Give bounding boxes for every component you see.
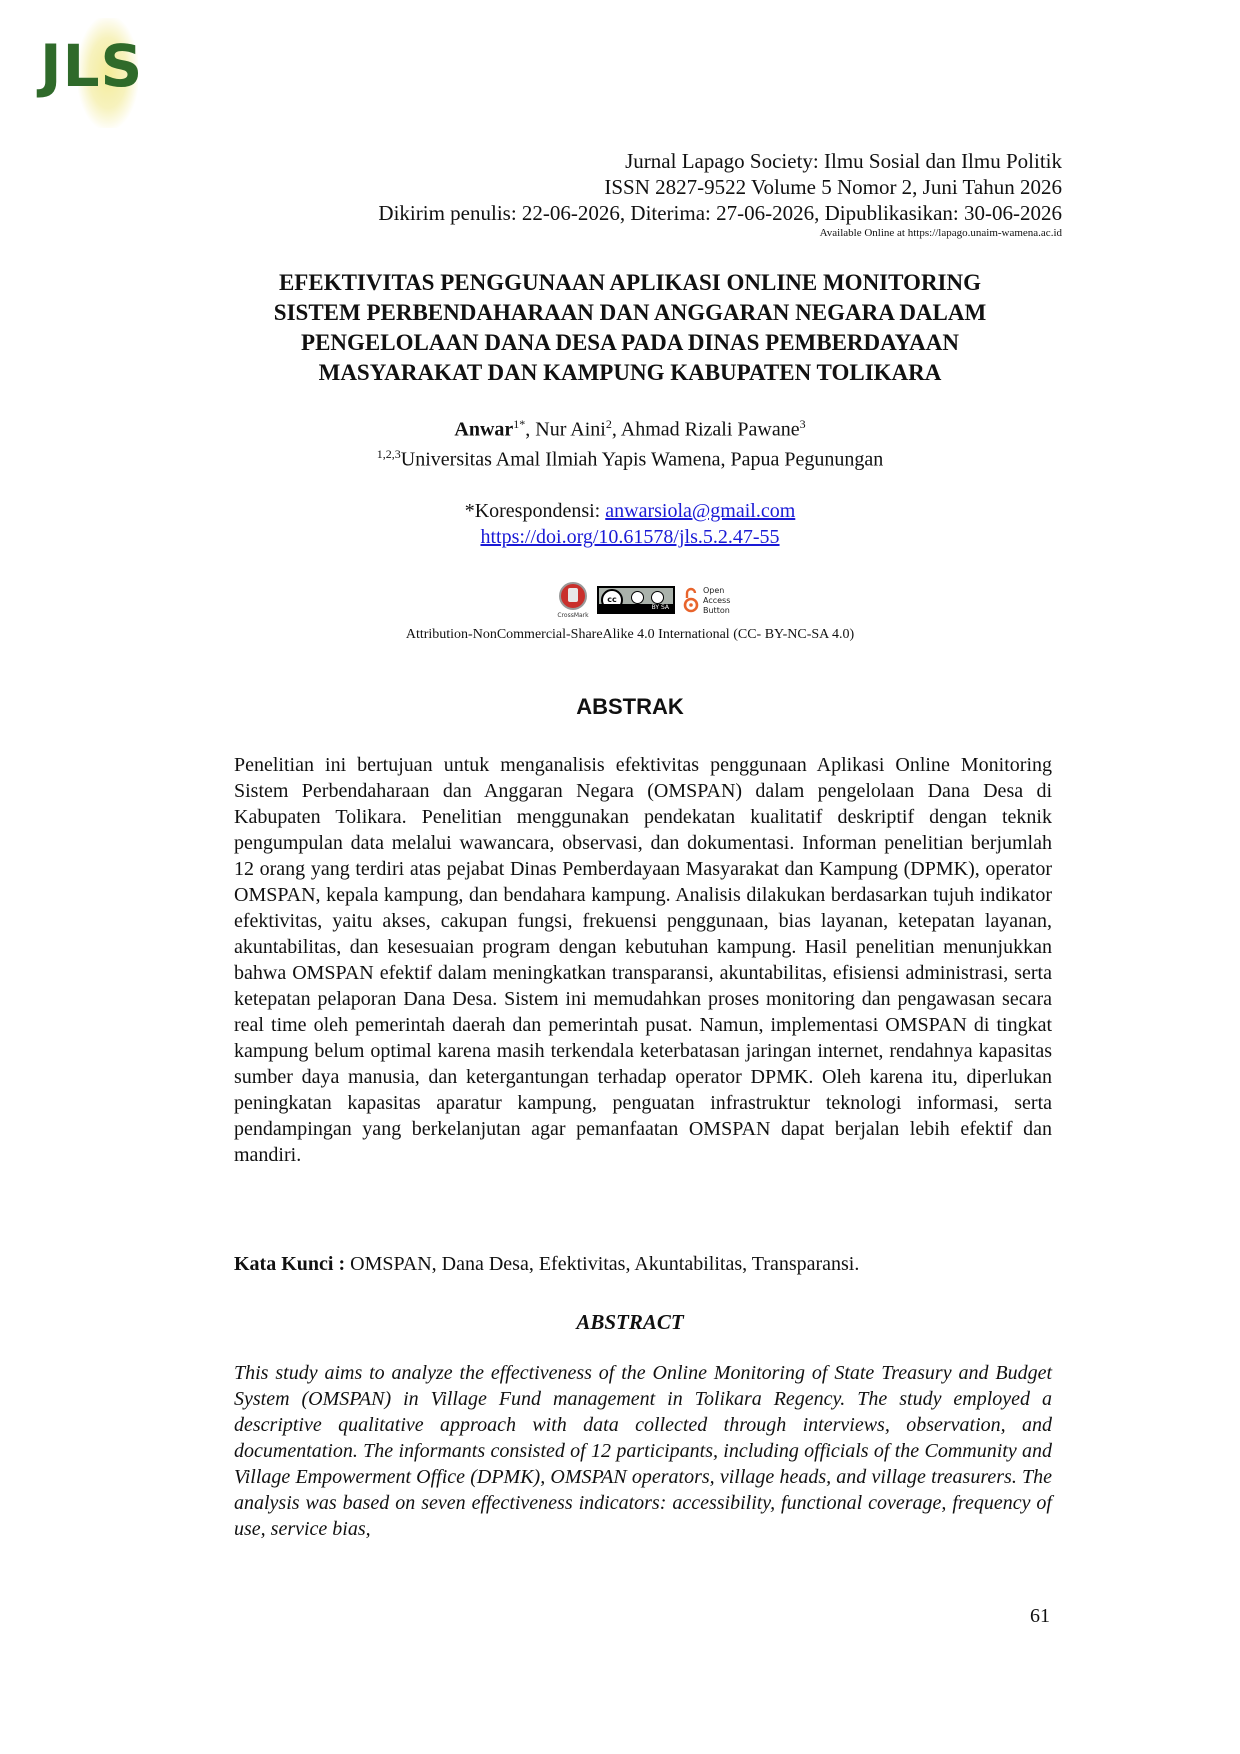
- doi-link[interactable]: https://doi.org/10.61578/jls.5.2.47-55: [480, 526, 780, 548]
- affiliation-text: Universitas Amal Ilmiah Yapis Wamena, Pa…: [400, 448, 884, 471]
- author-separator: ,: [611, 418, 621, 441]
- open-access-badge[interactable]: Open Access Button: [683, 584, 753, 618]
- correspondence-line: *Korespondensi: anwarsiola@gmail.com: [220, 498, 1040, 524]
- journal-header: Jurnal Lapago Society: Ilmu Sosial dan I…: [378, 148, 1062, 240]
- abstrak-heading: ABSTRAK: [576, 694, 684, 719]
- journal-dates: Dikirim penulis: 22-06-2026, Diterima: 2…: [378, 201, 1062, 225]
- open-access-line: Open: [703, 586, 725, 595]
- author-name: Anwar: [454, 418, 514, 441]
- keywords: Kata Kunci : OMSPAN, Dana Desa, Efektivi…: [234, 1251, 1052, 1277]
- sa-icon: [651, 591, 664, 604]
- journal-logo: JLS: [40, 18, 162, 128]
- abstract-body: This study aims to analyze the effective…: [234, 1362, 1052, 1540]
- cc-license-badge[interactable]: cc BY SA: [597, 586, 675, 614]
- author-marker: 2: [605, 417, 612, 431]
- correspondence-label: *Korespondensi:: [464, 500, 606, 522]
- crossmark-badge[interactable]: CrossMark: [555, 582, 591, 622]
- author-marker: 3: [799, 417, 806, 431]
- cc-bar-label: BY SA: [599, 604, 673, 612]
- author-name: Nur Aini: [535, 418, 606, 441]
- correspondence: *Korespondensi: anwarsiola@gmail.com htt…: [220, 498, 1040, 550]
- keywords-label: Kata Kunci :: [234, 1253, 346, 1275]
- author-name: Ahmad Rizali Pawane: [620, 418, 800, 441]
- journal-available-online: Available Online at https://lapago.unaim…: [819, 227, 1062, 239]
- affiliation: 1,2,3Universitas Amal Ilmiah Yapis Wamen…: [220, 441, 1040, 473]
- license-badges: CrossMark cc BY SA Open Access Button: [555, 582, 755, 622]
- logo-text: JLS: [40, 32, 144, 100]
- logo-glow: [78, 18, 138, 128]
- crossmark-icon: [559, 582, 587, 610]
- abstract-heading: ABSTRACT: [576, 1310, 684, 1334]
- journal-name: Jurnal Lapago Society: Ilmu Sosial dan I…: [625, 149, 1062, 173]
- open-access-line: Button: [703, 606, 730, 615]
- title-line: SISTEM PERBENDAHARAAN DAN ANGGARAN NEGAR…: [273, 300, 987, 325]
- author-list: Anwar1*, Nur Aini2, Ahmad Rizali Pawane3: [220, 411, 1040, 443]
- affiliation-marker: 1,2,3: [376, 447, 401, 461]
- title-line: MASYARAKAT DAN KAMPUNG KABUPATEN TOLIKAR…: [318, 360, 942, 385]
- open-access-text: Open Access Button: [703, 586, 730, 616]
- crossmark-label: CrossMark: [557, 612, 589, 619]
- doi-line: https://doi.org/10.61578/jls.5.2.47-55: [220, 524, 1040, 550]
- page-number: 61: [1030, 1605, 1050, 1627]
- author-separator: ,: [525, 418, 536, 441]
- license-text: Attribution-NonCommercial-ShareAlike 4.0…: [405, 627, 855, 642]
- title-line: EFEKTIVITAS PENGGUNAAN APLIKASI ONLINE M…: [278, 270, 982, 295]
- keywords-list: OMSPAN, Dana Desa, Efektivitas, Akuntabi…: [345, 1253, 860, 1275]
- email-link[interactable]: anwarsiola@gmail.com: [605, 500, 796, 522]
- title-line: PENGELOLAAN DANA DESA PADA DINAS PEMBERD…: [301, 330, 959, 355]
- by-icon: [631, 591, 644, 604]
- open-access-icon: [683, 587, 699, 613]
- open-access-line: Access: [703, 596, 731, 605]
- journal-issue: ISSN 2827-9522 Volume 5 Nomor 2, Juni Ta…: [604, 175, 1062, 199]
- abstrak-body: Penelitian ini bertujuan untuk menganali…: [234, 754, 1052, 1166]
- paper-title: EFEKTIVITAS PENGGUNAAN APLIKASI ONLINE M…: [220, 268, 1040, 388]
- author-marker: 1*: [513, 417, 526, 431]
